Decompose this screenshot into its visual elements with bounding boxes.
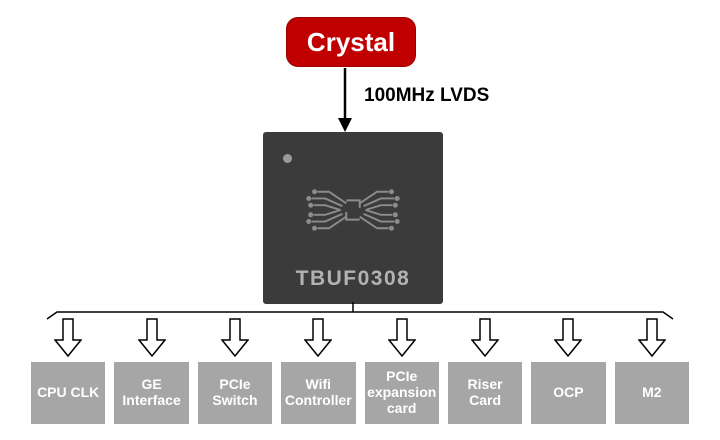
- output-col-m2: M2: [614, 318, 689, 424]
- output-label: Wifi Controller: [284, 376, 352, 408]
- output-label: Riser Card: [467, 376, 503, 408]
- down-arrow-icon: [304, 318, 333, 357]
- chip-tbuf0308: TBUF0308: [263, 132, 443, 304]
- output-col-wifi-controller: Wifi Controller: [281, 318, 356, 424]
- crystal-label: Crystal: [306, 26, 396, 57]
- output-label: PCIe Switch: [212, 376, 258, 408]
- pin1-dot-icon: [283, 154, 292, 163]
- chip-logo-icon: [306, 189, 400, 231]
- output-col-pcie-switch: PCIe Switch: [197, 318, 273, 424]
- output-label: PCIe expansion card: [367, 368, 437, 416]
- output-col-ocp: OCP: [531, 318, 606, 424]
- signal-label: 100MHz LVDS: [364, 85, 490, 106]
- outputs-row: CPU CLK GE Interface PCIe Switch: [31, 318, 689, 424]
- output-box-ge-interface: GE Interface: [114, 362, 189, 424]
- output-label: GE Interface: [122, 376, 181, 408]
- crystal-source-box: Crystal: [286, 17, 416, 67]
- output-label: CPU CLK: [37, 384, 100, 401]
- distribution-bus-line: [46, 302, 674, 320]
- output-col-ge-interface: GE Interface: [114, 318, 189, 424]
- down-arrow-icon: [554, 318, 583, 357]
- down-arrow-icon: [471, 318, 500, 357]
- output-col-pcie-expansion-card: PCIe expansion card: [364, 318, 439, 424]
- output-box-riser-card: Riser Card: [447, 362, 523, 424]
- crystal-to-chip-arrow-icon: [338, 68, 352, 132]
- chip-label: TBUF0308: [295, 267, 411, 290]
- output-box-pcie-switch: PCIe Switch: [197, 362, 273, 424]
- down-arrow-icon: [54, 318, 83, 357]
- output-box-cpu-clk: CPU CLK: [31, 362, 106, 424]
- down-arrow-icon: [637, 318, 666, 357]
- output-label: M2: [642, 384, 662, 401]
- down-arrow-icon: [387, 318, 416, 357]
- output-col-cpu-clk: CPU CLK: [31, 318, 106, 424]
- down-arrow-icon: [137, 318, 166, 357]
- output-box-pcie-expansion-card: PCIe expansion card: [364, 362, 439, 424]
- output-col-riser-card: Riser Card: [447, 318, 523, 424]
- output-box-ocp: OCP: [531, 362, 606, 424]
- output-box-m2: M2: [614, 362, 689, 424]
- output-box-wifi-controller: Wifi Controller: [281, 362, 356, 424]
- down-arrow-icon: [220, 318, 249, 357]
- output-label: OCP: [553, 384, 584, 401]
